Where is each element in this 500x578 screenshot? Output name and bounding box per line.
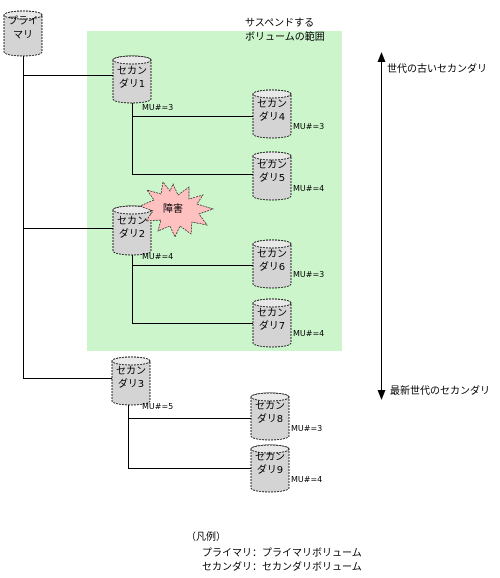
cylinder-body [112,55,152,104]
cylinder-top [3,10,43,20]
legend-separator: ： [252,562,262,573]
region-label-line2: ボリュームの範囲 [245,32,325,43]
connector-lines [23,55,382,469]
cylinder-top [252,239,292,249]
secondary6-label-line1: セカン [257,249,287,260]
cylinder-top [250,392,290,402]
secondary4-label-line2: ダリ4 [258,112,286,123]
legend-term: プライマリ [202,548,252,559]
secondary3-label-line2: ダリ3 [117,379,145,390]
secondary7-label-line1: セカン [257,308,287,319]
secondary5-cylinder [252,151,292,201]
secondary2-label-line1: セカン [117,216,147,227]
secondary9-label-line2: ダリ9 [256,465,284,476]
secondary3-mu-label: MU#=5 [142,402,174,411]
secondary5-mu-label: MU#=4 [293,184,325,193]
primary-volume-label-line1: プライ [8,16,38,27]
secondary8-cylinder [250,392,290,441]
secondary4-cylinder [252,89,292,139]
legend-row-primary: プライマリ：プライマリボリューム [202,547,362,560]
newest-generation-label: 最新世代のセカンダリ [390,386,490,397]
cylinder-top [252,151,292,161]
oldest-generation-label: 世代の古いセカンダリ [387,64,487,75]
legend-title: （凡例） [186,532,226,543]
secondary1-mu-label: MU#=3 [142,103,174,112]
secondary1-trunk [132,103,254,175]
cylinder-group [3,10,292,493]
secondary1-label-line2: ダリ1 [118,79,146,90]
cylinder-top [250,444,290,454]
legend-term: セカンダリ [202,562,252,573]
secondary3-trunk [128,405,252,469]
cylinder-top [252,89,292,99]
secondary8-label-line2: ダリ8 [256,414,284,425]
cylinder-body [250,444,290,493]
region-label-line1: サスペンドする [245,18,315,29]
generation-arrow-up-head [377,52,386,62]
primary-trunk-line [23,55,114,379]
primary-volume-label-line2: マリ [13,30,33,41]
secondary4-label-line1: セカン [257,99,287,110]
secondary7-label-line2: ダリ7 [258,321,286,332]
secondary6-mu-label: MU#=3 [293,270,325,279]
secondary2-mu-label: MU#=4 [142,252,174,261]
secondary3-label-line1: セカン [116,366,146,377]
secondary8-label-line1: セカン [255,401,285,412]
legend-separator: ： [252,548,262,559]
secondary5-label-line1: セカン [257,160,287,171]
failure-burst-shape [139,181,214,238]
secondary1-label-line1: セカン [117,66,147,77]
cylinder-top [252,298,292,308]
secondary4-mu-label: MU#=3 [293,122,325,131]
primary-volume-cylinder [3,10,43,57]
secondary1-cylinder [112,55,152,104]
secondary3-cylinder [111,356,151,406]
secondary6-cylinder [252,239,292,289]
secondary2-trunk [132,255,254,324]
cylinder-top [111,356,151,366]
legend-description: セカンダリボリューム [262,562,362,573]
failure-label: 障害 [163,204,183,215]
legend-description: プライマリボリューム [262,548,362,559]
secondary7-mu-label: MU#=4 [293,329,325,338]
secondary2-label-line2: ダリ2 [118,229,146,240]
generation-arrow-down-head [377,390,386,400]
legend-row-secondary: セカンダリ：セカンダリボリューム [202,561,362,574]
secondary7-cylinder [252,298,292,348]
secondary9-label-line1: セカン [255,452,285,463]
secondary6-label-line2: ダリ6 [258,262,286,273]
cylinder-top [112,55,152,65]
secondary8-mu-label: MU#=3 [291,424,323,433]
secondary5-label-line2: ダリ5 [258,173,286,184]
secondary9-cylinder [250,444,290,493]
secondary9-mu-label: MU#=4 [291,475,323,484]
cylinder-body [250,392,290,441]
